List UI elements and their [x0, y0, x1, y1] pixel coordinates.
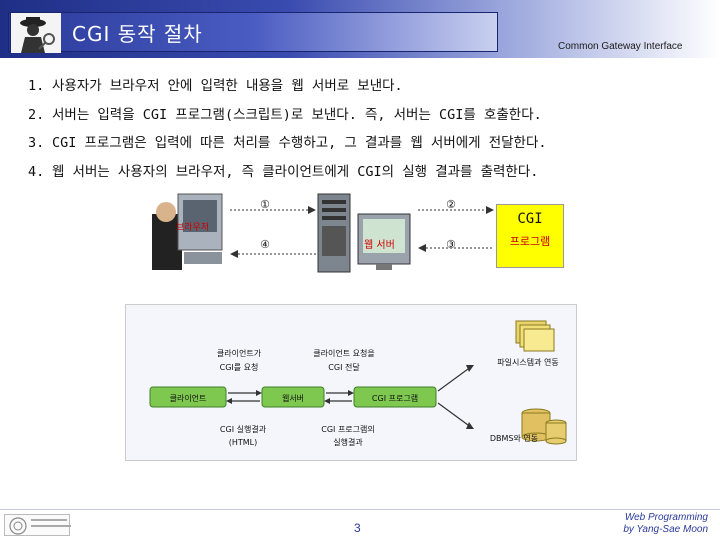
step-number: 4. [28, 163, 45, 180]
step-item: 3. CGI 프로그램은 입력에 따른 처리를 수행하고, 그 결과를 웹 서버… [28, 129, 708, 158]
browser-label: 브라우저 [176, 223, 210, 233]
file-system-icon [515, 320, 555, 352]
file-system-label: 파일시스템과 연동 [497, 358, 559, 367]
cgi-program-node [353, 386, 437, 408]
client-node-label: 클라이언트 [169, 394, 207, 403]
flow-step-2: ② [446, 198, 456, 211]
cgi-result-label: CGI 프로그램의 실행결과 [321, 425, 375, 447]
step-text: 서버는 입력을 CGI 프로그램(스크립트)로 보낸다. 즉, 서버는 CGI를… [52, 106, 542, 123]
step-text: 사용자가 브라우저 안에 입력한 내용을 웹 서버로 보낸다. [52, 78, 403, 94]
monitor-icon [357, 213, 411, 270]
university-logo-icon [4, 514, 71, 536]
credit-line-2: by Yang-Sae Moon [623, 524, 708, 535]
cgi-program-node-label: CGI 프로그램 [371, 394, 419, 403]
cgi-flow-diagram: ① ④ ② ③ 브라우저 웹 서버 CGI 프로그램 [148, 192, 568, 274]
detective-logo-icon [10, 12, 61, 53]
cgi-box-sub: 프로그램 [509, 235, 551, 248]
flow-step-3: ③ [446, 238, 456, 251]
user-computer-icon [152, 193, 223, 270]
header-title-bar [8, 12, 498, 52]
flow-step-1: ① [260, 198, 270, 211]
step-item: 2. 서버는 입력을 CGI 프로그램(스크립트)로 보낸다. 즉, 서버는 C… [28, 101, 708, 130]
webserver-node [261, 386, 325, 408]
step-number: 2. [28, 106, 45, 123]
client-node [149, 386, 227, 408]
cgi-architecture-diagram: 클라이언트 웹서버 CGI 프로그램 클라이언트가 CGI를 요청 클라이언트 … [125, 304, 577, 461]
dbms-label: DBMS와 연동 [489, 434, 539, 443]
cgi-program-box: CGI 프로그램 [496, 204, 564, 268]
step-number: 3. [28, 135, 45, 151]
step-item: 1. 사용자가 브라우저 안에 입력한 내용을 웹 서버로 보낸다. [28, 72, 708, 101]
page-subtitle: Common Gateway Interface [558, 41, 683, 52]
steps-list: 1. 사용자가 브라우저 안에 입력한 내용을 웹 서버로 보낸다. 2. 서버… [28, 72, 708, 186]
step-number: 1. [28, 78, 45, 94]
flow-step-4: ④ [260, 238, 270, 251]
page-number: 3 [354, 521, 361, 535]
page-title: CGI 동작 절차 [72, 22, 203, 46]
database-icon [521, 408, 567, 445]
result-html-label: CGI 실행결과 (HTML) [219, 425, 267, 447]
step-item: 4. 웹 서버는 사용자의 브라우저, 즉 클라이언트에게 CGI의 실행 결과… [28, 158, 708, 187]
cgi-box-title: CGI [517, 211, 543, 227]
footer-divider [0, 509, 720, 510]
client-request-label: 클라이언트가 CGI를 요청 [216, 349, 262, 372]
forward-request-label: 클라이언트 요청을 CGI 전달 [313, 349, 375, 372]
webserver-label: 웹 서버 [364, 240, 395, 251]
footer-credit: Web Programming by Yang-Sae Moon [596, 512, 708, 536]
credit-line-1: Web Programming [624, 512, 708, 523]
webserver-node-label: 웹서버 [281, 394, 305, 403]
server-tower-icon [317, 193, 351, 273]
step-text: CGI 프로그램은 입력에 따른 처리를 수행하고, 그 결과를 웹 서버에게 … [52, 135, 547, 151]
step-text: 웹 서버는 사용자의 브라우저, 즉 클라이언트에게 CGI의 실행 결과를 출… [52, 163, 539, 180]
